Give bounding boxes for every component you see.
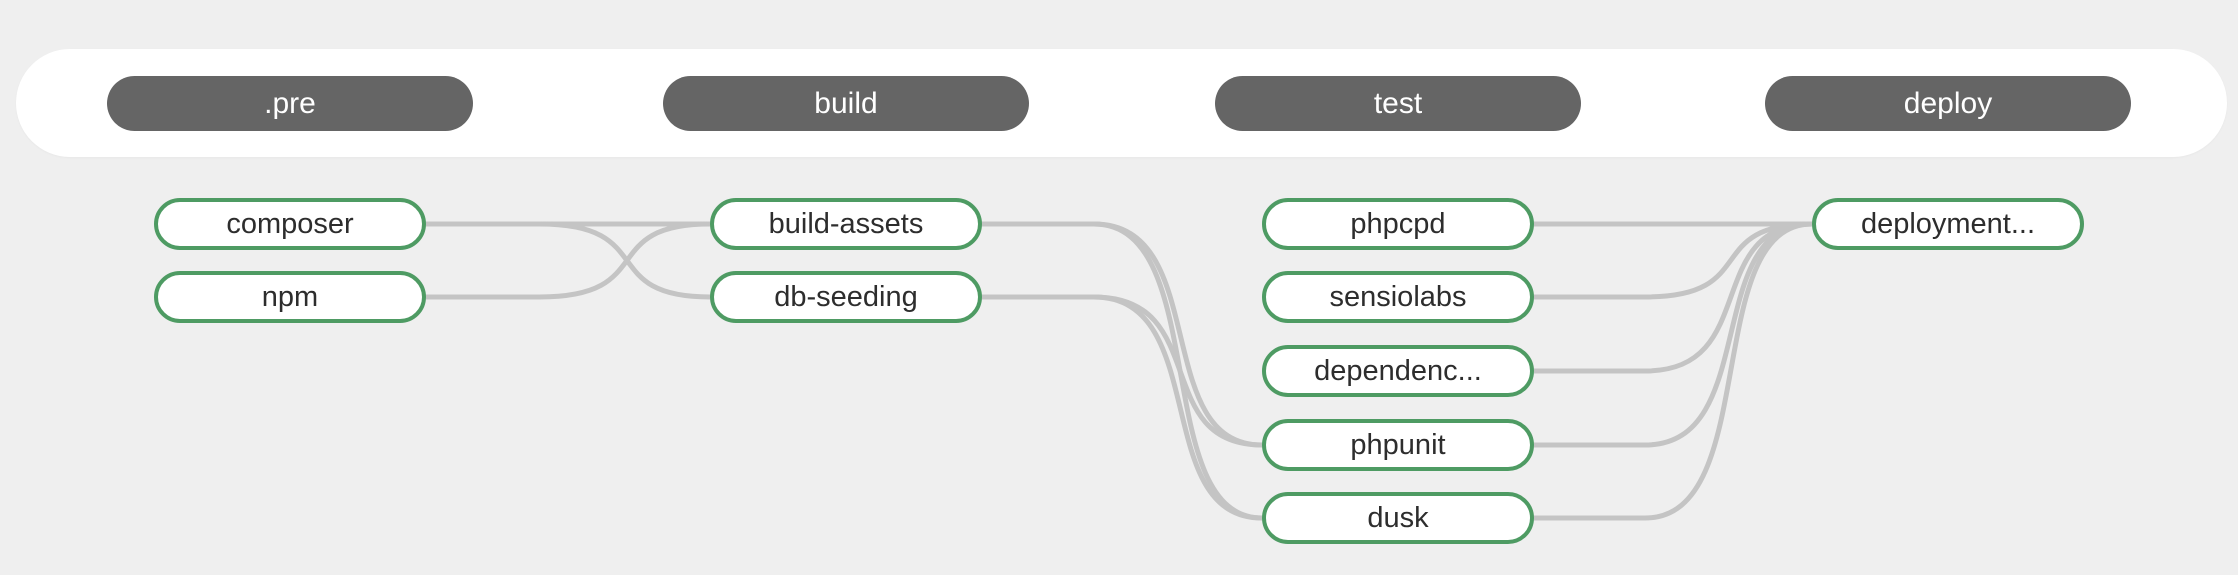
job-pill-deployment[interactable]: deployment... xyxy=(1812,198,2084,250)
job-pill-phpcpd[interactable]: phpcpd xyxy=(1262,198,1534,250)
job-pill-composer[interactable]: composer xyxy=(154,198,426,250)
stage-pill-build: build xyxy=(663,76,1029,131)
job-pill-dependencies[interactable]: dependenc... xyxy=(1262,345,1534,397)
edge-build-assets-phpunit xyxy=(982,221,1263,448)
edge-build-assets-dusk xyxy=(982,221,1263,521)
edge-composer-db-seeding xyxy=(426,221,711,300)
stage-pill-pre: .pre xyxy=(107,76,473,131)
job-pill-db-seeding[interactable]: db-seeding xyxy=(710,271,982,323)
job-label: composer xyxy=(226,207,354,240)
job-pill-npm[interactable]: npm xyxy=(154,271,426,323)
job-label: phpcpd xyxy=(1350,207,1446,240)
job-pill-build-assets[interactable]: build-assets xyxy=(710,198,982,250)
job-label: build-assets xyxy=(768,207,924,240)
stage-label: test xyxy=(1373,86,1423,120)
edge-db-seeding-phpunit xyxy=(982,294,1263,448)
job-label: sensiolabs xyxy=(1329,280,1467,313)
job-label: deployment... xyxy=(1860,207,2036,240)
job-label: db-seeding xyxy=(774,280,918,313)
job-pill-sensiolabs[interactable]: sensiolabs xyxy=(1262,271,1534,323)
job-label: dependenc... xyxy=(1314,354,1482,387)
stage-label: .pre xyxy=(264,86,316,120)
edge-dusk-deployment xyxy=(1534,221,1813,521)
edge-phpunit-deployment xyxy=(1534,221,1813,448)
stage-pill-test: test xyxy=(1215,76,1581,131)
edge-db-seeding-dusk xyxy=(982,294,1263,521)
edge-dependencies-deployment xyxy=(1534,221,1813,374)
edge-npm-build-assets xyxy=(426,221,711,300)
edge-sensiolabs-deployment xyxy=(1534,221,1813,300)
job-label: phpunit xyxy=(1350,428,1446,461)
stage-label: deploy xyxy=(1903,86,1993,120)
job-pill-dusk[interactable]: dusk xyxy=(1262,492,1534,544)
job-label: npm xyxy=(261,280,319,313)
job-pill-phpunit[interactable]: phpunit xyxy=(1262,419,1534,471)
job-label: dusk xyxy=(1367,501,1429,534)
stage-pill-deploy: deploy xyxy=(1765,76,2131,131)
stage-label: build xyxy=(814,86,878,120)
